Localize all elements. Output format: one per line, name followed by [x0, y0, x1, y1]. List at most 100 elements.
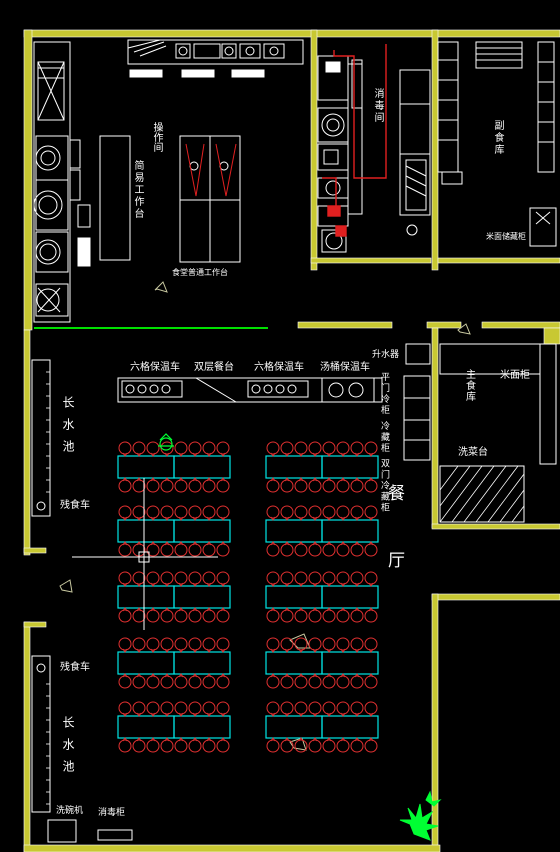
- chair: [188, 505, 202, 519]
- chair: [216, 701, 230, 715]
- sink-ticks: [46, 371, 50, 805]
- label-staple-store: 副食库: [492, 120, 503, 156]
- scullery-equipment: [317, 55, 431, 253]
- chair: [146, 441, 160, 455]
- chair: [146, 701, 160, 715]
- label-longtable-counter: 食堂普通工作台: [172, 268, 228, 277]
- chair: [118, 739, 132, 753]
- dining-table: [117, 455, 175, 479]
- label-caozuojian: 操作间: [151, 122, 162, 152]
- chair: [322, 701, 336, 715]
- chair: [266, 675, 280, 689]
- chair: [364, 739, 378, 753]
- chair: [308, 505, 322, 519]
- chair: [146, 505, 160, 519]
- kitchen-equipment: [33, 39, 304, 323]
- chair: [202, 479, 216, 493]
- chair: [266, 637, 280, 651]
- chair: [188, 675, 202, 689]
- chair: [146, 637, 160, 651]
- chair: [202, 739, 216, 753]
- chair: [160, 543, 174, 557]
- table-group: [117, 637, 231, 689]
- chair: [280, 701, 294, 715]
- chair: [294, 609, 308, 623]
- chair: [160, 479, 174, 493]
- chair: [202, 543, 216, 557]
- chair: [118, 479, 132, 493]
- chair: [350, 609, 364, 623]
- chair: [118, 441, 132, 455]
- dining-table: [173, 715, 231, 739]
- chair: [132, 571, 146, 585]
- label-bottom-left-2: 消毒柜: [98, 808, 126, 818]
- chair: [216, 739, 230, 753]
- chair: [266, 441, 280, 455]
- chair: [132, 609, 146, 623]
- chair: [160, 637, 174, 651]
- dining-table: [321, 455, 379, 479]
- chair: [174, 675, 188, 689]
- chair: [280, 441, 294, 455]
- label-xiaoxiao: 消毒间: [372, 88, 383, 124]
- chair: [280, 543, 294, 557]
- chair: [364, 505, 378, 519]
- chair: [174, 571, 188, 585]
- chair: [350, 479, 364, 493]
- label-rice-cabinet: 米面柜: [500, 370, 530, 381]
- dining-table: [117, 585, 175, 609]
- dining-tables: [117, 441, 379, 753]
- chair: [216, 441, 230, 455]
- dining-table: [265, 519, 323, 543]
- label-bottom-left-1: 洗碗机: [56, 806, 84, 816]
- chair: [336, 479, 350, 493]
- chair: [146, 479, 160, 493]
- chair: [160, 505, 174, 519]
- plant-icon: [158, 433, 174, 451]
- chair: [364, 479, 378, 493]
- label-cart-bottom: 残食车: [60, 662, 90, 673]
- table-group: [265, 441, 379, 493]
- chair: [350, 675, 364, 689]
- chair: [350, 571, 364, 585]
- chair: [188, 637, 202, 651]
- chair: [216, 675, 230, 689]
- chair: [266, 701, 280, 715]
- table-group: [265, 505, 379, 557]
- chair: [350, 441, 364, 455]
- dining-table: [173, 585, 231, 609]
- label-liuge-left: 六格保温车: [130, 362, 180, 373]
- chair: [146, 543, 160, 557]
- chair: [174, 441, 188, 455]
- chair: [132, 675, 146, 689]
- chair: [280, 571, 294, 585]
- chair: [146, 739, 160, 753]
- chair: [202, 637, 216, 651]
- label-rice-bag-shelf: 米面储藏柜: [486, 232, 526, 241]
- chair: [160, 609, 174, 623]
- chair: [146, 571, 160, 585]
- chair: [322, 441, 336, 455]
- label-long-sink-top: 长水池: [61, 396, 75, 462]
- chair: [132, 441, 146, 455]
- chair: [364, 701, 378, 715]
- table-group: [117, 441, 231, 493]
- label-sheng: 升水器: [372, 350, 400, 360]
- chair: [216, 609, 230, 623]
- chair: [160, 739, 174, 753]
- chair: [294, 441, 308, 455]
- chair: [336, 571, 350, 585]
- dining-table: [265, 715, 323, 739]
- chair: [132, 637, 146, 651]
- chair: [336, 739, 350, 753]
- chair: [280, 739, 294, 753]
- chair: [188, 543, 202, 557]
- chair: [188, 571, 202, 585]
- table-group: [265, 637, 379, 689]
- chair: [294, 571, 308, 585]
- chair: [160, 675, 174, 689]
- chair: [336, 543, 350, 557]
- chair: [188, 701, 202, 715]
- chair: [174, 505, 188, 519]
- chair: [188, 441, 202, 455]
